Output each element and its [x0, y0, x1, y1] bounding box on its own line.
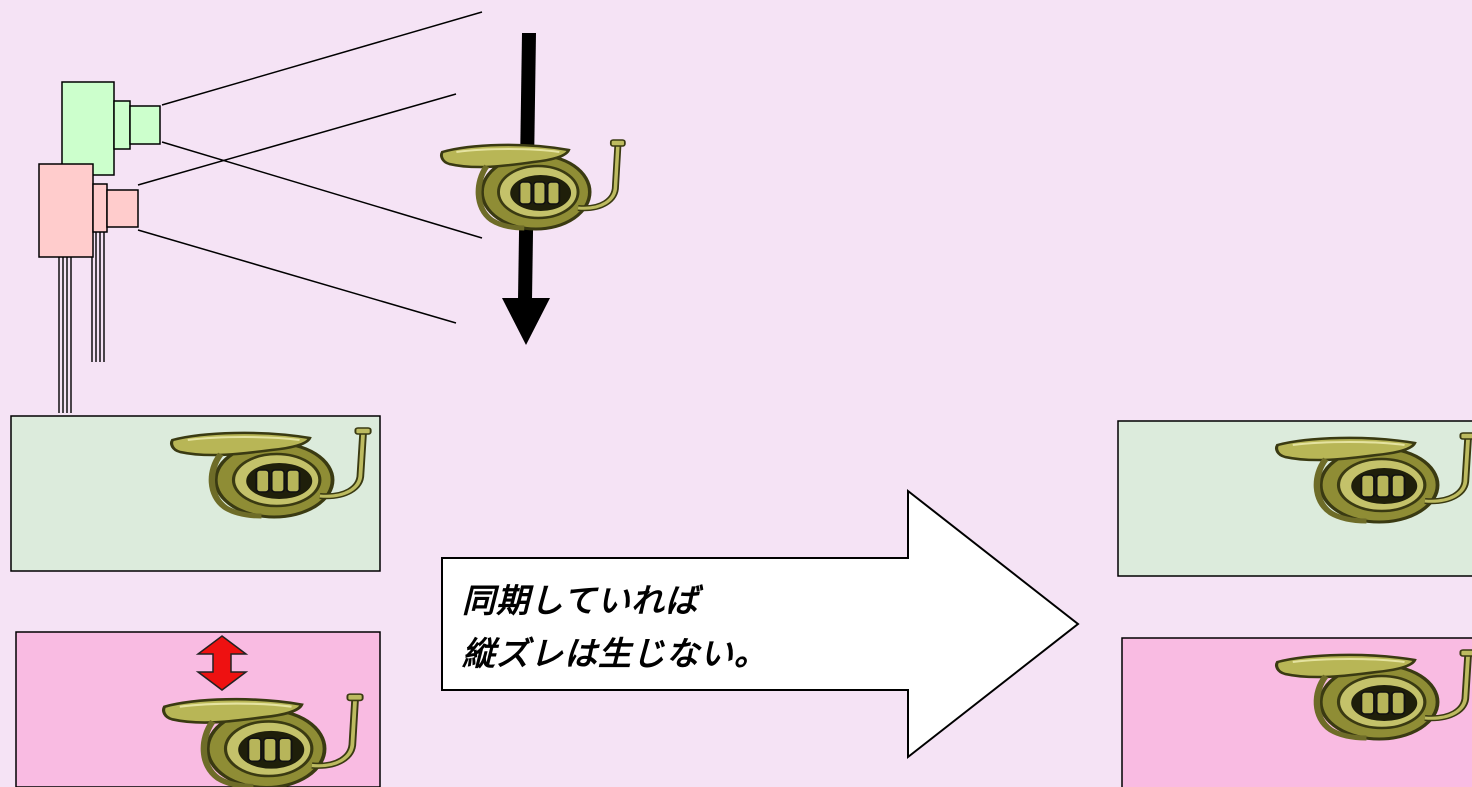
- caption-line-2: 縦ズレは生じない。: [462, 634, 768, 673]
- arrow-caption: 同期していれば 縦ズレは生じない。: [462, 574, 768, 680]
- video-camera-icon: [38, 163, 139, 258]
- video-camera-icon: [61, 81, 161, 176]
- double-headed-vertical-arrow-icon: [195, 635, 249, 691]
- caption-line-1: 同期していれば: [462, 581, 700, 620]
- right-arrow-icon: [441, 488, 1080, 760]
- camera-view-lines: [137, 11, 483, 324]
